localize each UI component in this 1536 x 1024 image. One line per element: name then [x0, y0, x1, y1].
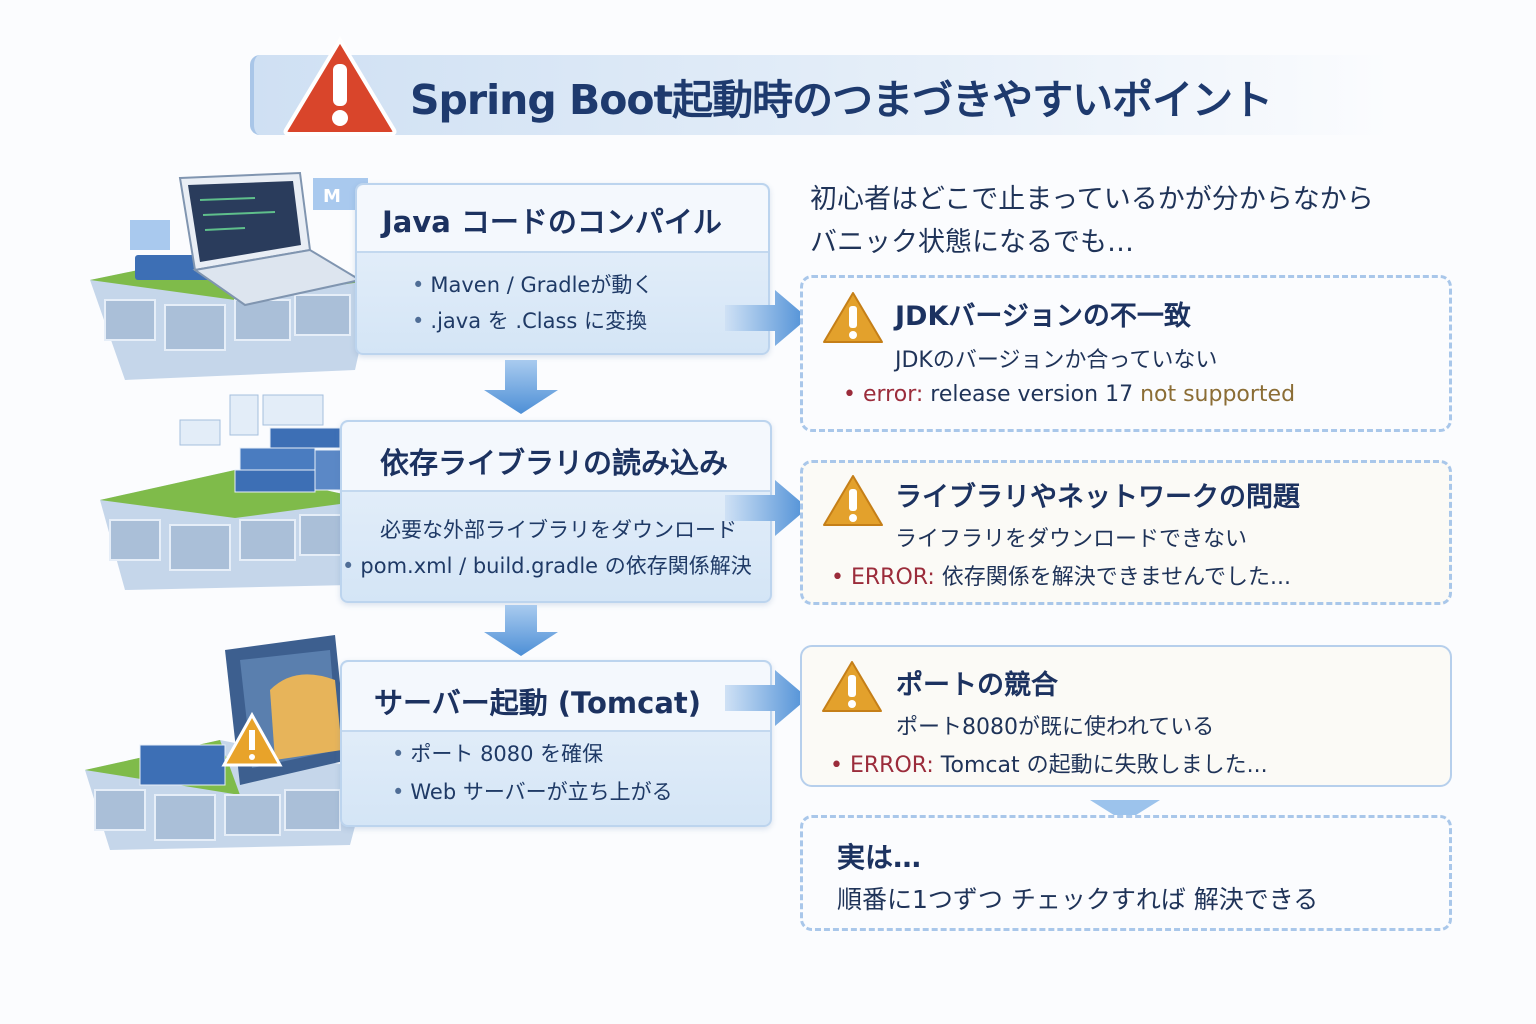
step-item: •pom.xml / build.gradle の依存関係解決	[342, 554, 752, 578]
intro-line: バニック状態になるでも…	[810, 227, 1134, 258]
intro-line: 初心者はどこで止まっているかが分からなから	[810, 184, 1374, 215]
warning-icon	[823, 292, 883, 343]
tomcat-cat-icon	[270, 674, 342, 760]
problem-error: • ERROR: Tomcat の起動に失敗しました...	[830, 753, 1268, 778]
problem-title: ポートの競合	[896, 670, 1058, 701]
conclusion-text: 順番に1つずつ チェックすれば 解決できる	[837, 885, 1319, 914]
page-title: Spring Boot起動時のつまづきやすいポイント	[410, 76, 1273, 124]
step-compile-card: Java コードのコンパイル •Maven / Gradleが動く •.java…	[355, 183, 770, 355]
step-item: •.java を .Class に変換	[412, 309, 648, 333]
step-dependencies-card: 依存ライブラリの読み込み 必要な外部ライブラリをダウンロード •pom.xml …	[340, 420, 772, 603]
books-icon	[139, 744, 226, 786]
warning-icon	[822, 661, 882, 712]
problem-title: ライブラリやネットワークの問題	[895, 482, 1300, 513]
step-item: •Web サーバーが立ち上がる	[392, 780, 673, 804]
down-arrow-icon	[484, 605, 558, 656]
problem-description: ライフラリをダウンロードできない	[895, 527, 1248, 552]
problem-port-box: ポートの競合 ポート8080が既に使われている • ERROR: Tomcat …	[800, 645, 1452, 787]
laptop-icon	[178, 171, 363, 307]
problem-jdk-box: JDKバージョンの不一致 JDKのバージョンか合っていない • error: r…	[800, 275, 1452, 432]
step-item: •Maven / Gradleが動く	[412, 273, 654, 297]
step-server-card: サーバー起動 (Tomcat) •ポート 8080 を確保 •Web サーバーが…	[340, 660, 772, 827]
profile-card-icon	[130, 220, 170, 250]
problem-error: • ERROR: 依存関係を解決できませんでした...	[831, 565, 1292, 590]
problem-library-box: ライブラリやネットワークの問題 ライフラリをダウンロードできない • ERROR…	[800, 460, 1452, 605]
problem-description: ポート8080が既に使われている	[896, 715, 1215, 740]
alert-triangle-icon	[283, 36, 397, 136]
down-arrow-icon	[484, 360, 558, 414]
step-item: 必要な外部ライブラリをダウンロード	[380, 518, 737, 542]
library-island-illustration	[100, 394, 370, 590]
step-title: サーバー起動 (Tomcat)	[374, 686, 702, 720]
title-banner	[250, 55, 1390, 135]
problem-description: JDKのバージョンか合っていない	[895, 348, 1218, 373]
compile-island-illustration: M	[90, 171, 375, 380]
conclusion-title: 実は…	[837, 841, 922, 874]
conclusion-box: 実は… 順番に1つずつ チェックすれば 解決できる	[800, 815, 1452, 931]
server-island-illustration	[85, 635, 370, 850]
problem-title: JDKバージョンの不一致	[895, 301, 1191, 332]
step-item: •ポート 8080 を確保	[392, 742, 604, 766]
step-title: Java コードのコンパイル	[382, 205, 722, 239]
warning-icon	[221, 711, 283, 767]
warning-icon	[823, 475, 883, 526]
problem-error: • error: release version 17 not supporte…	[843, 382, 1296, 407]
step-title: 依存ライブラリの読み込み	[380, 446, 729, 480]
maven-badge-label: M	[323, 186, 341, 207]
